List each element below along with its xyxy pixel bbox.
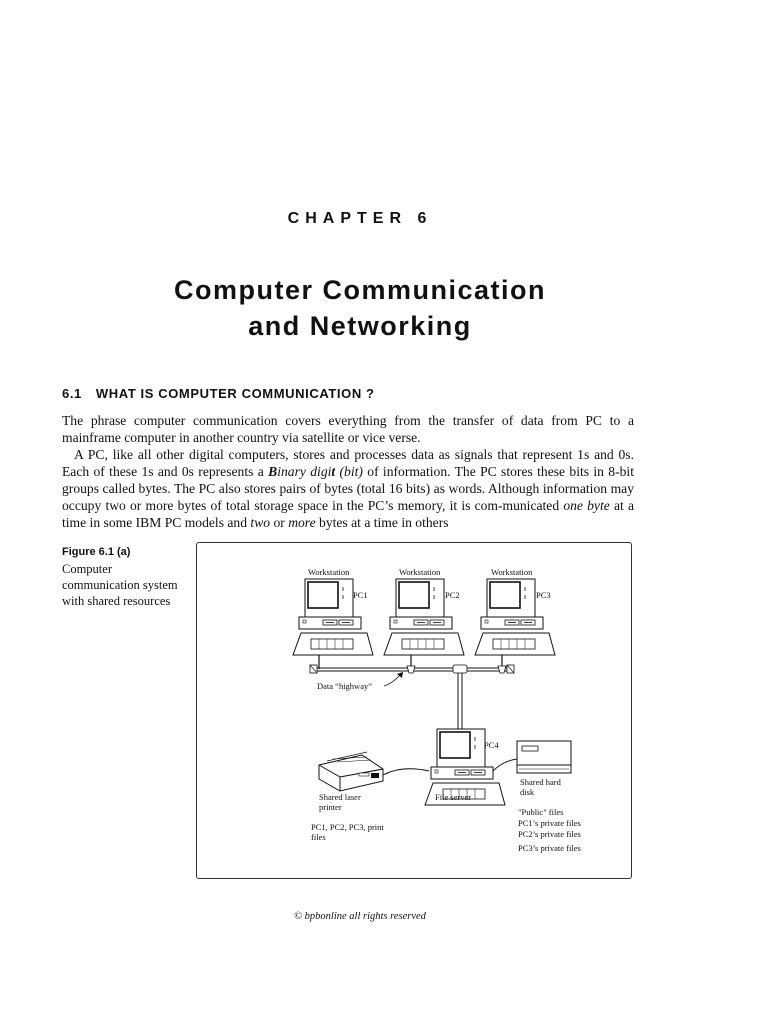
paragraph-2-text: A PC, like all other digital computers, … <box>62 447 634 479</box>
section-title: WHAT IS COMPUTER COMMUNICATION ? <box>95 386 375 401</box>
emph-b: B <box>268 464 278 479</box>
footer-copyright: © bpbonline all rights reserved <box>294 911 426 922</box>
shared-hard-disk: Shared hard disk "Public" files PC1’s pr… <box>516 740 581 853</box>
data-highway <box>309 664 515 674</box>
pc4-label: PC4 <box>484 740 499 750</box>
workstation-pc1: Workstation PC1 <box>292 567 374 656</box>
disk-label-2: disk <box>520 787 535 797</box>
section-number: 6.1 <box>62 386 82 401</box>
disk-label-1: Shared hard <box>520 777 562 787</box>
public-files-label: "Public" files <box>518 807 563 817</box>
emph-bit: (bit) <box>335 464 363 479</box>
section-heading: 6.1 WHAT IS COMPUTER COMMUNICATION ? <box>62 386 375 401</box>
workstation-label: Workstation <box>491 567 533 577</box>
emph-t: t <box>331 464 336 479</box>
shared-printer: Shared laser printer PC1, PC2, PC3, prin… <box>311 751 384 842</box>
paragraph-2-text: at a time in some IBM PC models and <box>62 498 634 530</box>
file-server-pc4: PC4 File server <box>424 728 506 806</box>
printer-label-1: Shared laser <box>319 792 361 802</box>
chapter-title: Computer Communication and Networking <box>0 272 720 344</box>
file-server-label: File server <box>435 792 471 802</box>
print-files-label-1: PC1, PC2, PC3, print <box>311 822 384 832</box>
emph-more: more <box>288 515 316 530</box>
pc2-label: PC2 <box>445 590 460 600</box>
figure-caption-text: Computer communication system with share… <box>62 562 178 608</box>
print-files-label-2: files <box>311 832 326 842</box>
body-text: The phrase computer communication covers… <box>62 412 634 531</box>
chapter-label: CHAPTER 6 <box>287 210 433 227</box>
emph-two: two <box>250 515 271 530</box>
pc2-files-label: PC2’s private files <box>518 829 581 839</box>
emph-one-byte: one byte <box>563 498 610 513</box>
workstation-pc2: Workstation PC2 <box>383 567 465 656</box>
paragraph-2: A PC, like all other digital computers, … <box>62 446 634 531</box>
chapter-title-line2: and Networking <box>248 311 472 341</box>
paragraph-2-text: bytes at a time in others <box>315 515 449 530</box>
chapter-title-line1: Computer Communication <box>173 275 546 305</box>
pc1-files-label: PC1’s private files <box>518 818 581 828</box>
workstation-label: Workstation <box>308 567 350 577</box>
workstation-pc3: Workstation PC3 <box>474 567 556 656</box>
paragraph-2-text: of information. The PC stores these bits… <box>62 464 634 513</box>
figure-caption: Figure 6.1 (a) Computer communication sy… <box>62 546 192 609</box>
highway-label: Data “highway” <box>317 681 372 691</box>
figure-label: Figure 6.1 (a) <box>62 546 131 558</box>
paragraph-2-text: or <box>270 515 289 530</box>
workstation-label: Workstation <box>399 567 441 577</box>
network-diagram: Workstation PC1 Workstation PC2 Workstat… <box>292 567 581 853</box>
emph-inary: inary digi <box>277 464 332 479</box>
paragraph-1: The phrase computer communication covers… <box>62 413 634 445</box>
pc3-files-label: PC3’s private files <box>518 843 581 853</box>
figure-diagram: Workstation PC1 Workstation PC2 Workstat… <box>196 542 632 879</box>
printer-label-2: printer <box>319 802 342 812</box>
pc3-label: PC3 <box>536 590 551 600</box>
pc1-label: PC1 <box>353 590 368 600</box>
